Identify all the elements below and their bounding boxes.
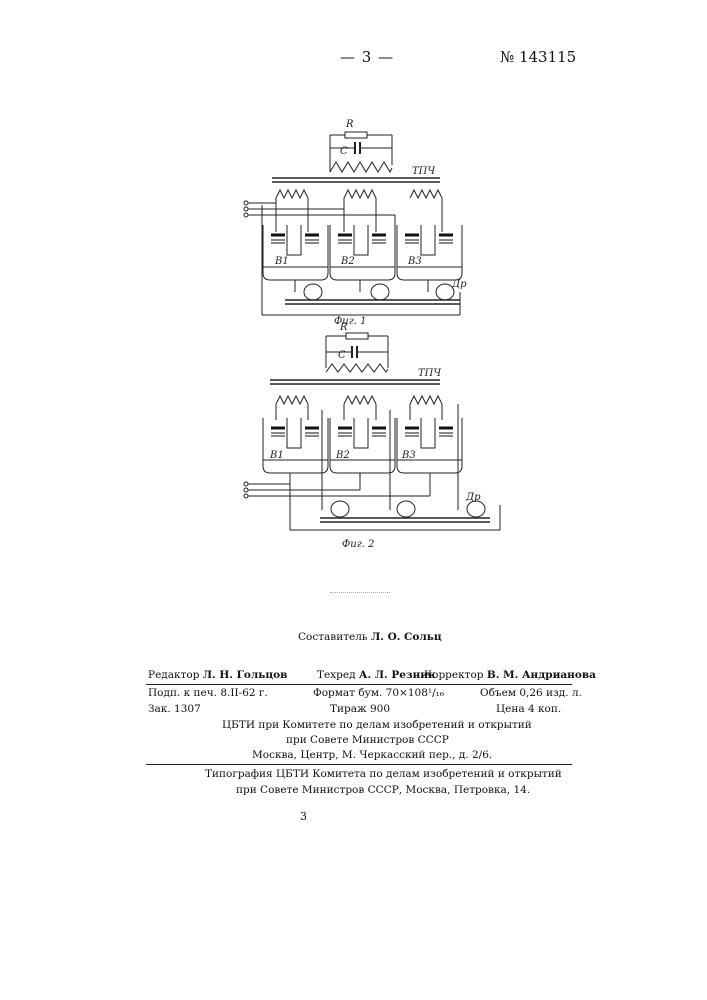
figure-1: [244, 132, 462, 315]
fig2-resistor-label: R: [339, 322, 348, 333]
fig1-valve-1-label: В1: [274, 256, 289, 267]
compiler-line: Составитель Л. О. Сольц: [298, 631, 442, 643]
volume: Объем 0,26 изд. л.: [480, 687, 582, 699]
publisher-line-1: ЦБТИ при Комитете по делам изобретений и…: [222, 719, 532, 731]
fig2-valve-1-label: В1: [269, 450, 284, 461]
bottom-page-number: 3: [300, 810, 307, 823]
tech-field: Техред А. Л. Резник: [317, 669, 436, 681]
fig1-resistor-label: R: [345, 119, 354, 130]
circulation: Тираж 900: [330, 703, 390, 715]
fig2-choke-label: Др: [465, 492, 481, 503]
compiler-name: Л. О. Сольц: [371, 631, 442, 643]
fig2-caption: Фиг. 2: [342, 539, 375, 550]
publisher-line-3: Москва, Центр, М. Черкасский пер., д. 2/…: [252, 749, 492, 761]
fig1-transformer-label: ТПЧ: [412, 166, 435, 177]
fig2-valve-3-label: В3: [401, 450, 416, 461]
fig1-caption: Фиг. 1: [334, 316, 367, 327]
fig1-capacitor-label: C: [340, 146, 348, 157]
circuit-diagrams: R C ТПЧ В1 В2 В3 Др Фиг. 1: [0, 0, 707, 600]
figure-2: [244, 333, 500, 530]
order-number: Зак. 1307: [148, 703, 201, 715]
price: Цена 4 коп.: [496, 703, 561, 715]
corrector-name: В. М. Андрианова: [487, 669, 596, 681]
fig2-capacitor-label: C: [338, 350, 346, 361]
corrector-field: Корректор В. М. Андрианова: [424, 669, 596, 681]
printer-line-1: Типография ЦБТИ Комитета по делам изобре…: [205, 768, 562, 780]
corrector-label: Корректор: [424, 669, 484, 681]
paper-format: Формат бум. 70×108¹/₁₆: [313, 687, 444, 699]
publisher-line-2: при Совете Министров СССР: [286, 734, 449, 746]
editor-name: Л. Н. Гольцов: [203, 669, 288, 681]
editor-label: Редактор: [148, 669, 199, 681]
print-smudge: [330, 592, 390, 593]
printer-line-2: при Совете Министров СССР, Москва, Петро…: [236, 784, 530, 796]
signed-date: Подп. к печ. 8.II-62 г.: [148, 687, 268, 699]
compiler-label: Составитель: [298, 631, 368, 643]
divider-top: [146, 684, 572, 685]
fig1-valve-2-label: В2: [340, 256, 355, 267]
tech-label: Техред: [317, 669, 356, 681]
fig1-choke-label: Др: [451, 279, 467, 290]
fig2-valve-2-label: В2: [335, 450, 350, 461]
divider-bottom: [146, 764, 572, 765]
fig2-transformer-label: ТПЧ: [418, 368, 441, 379]
fig1-valve-3-label: В3: [407, 256, 422, 267]
editor-field: Редактор Л. Н. Гольцов: [148, 669, 287, 681]
